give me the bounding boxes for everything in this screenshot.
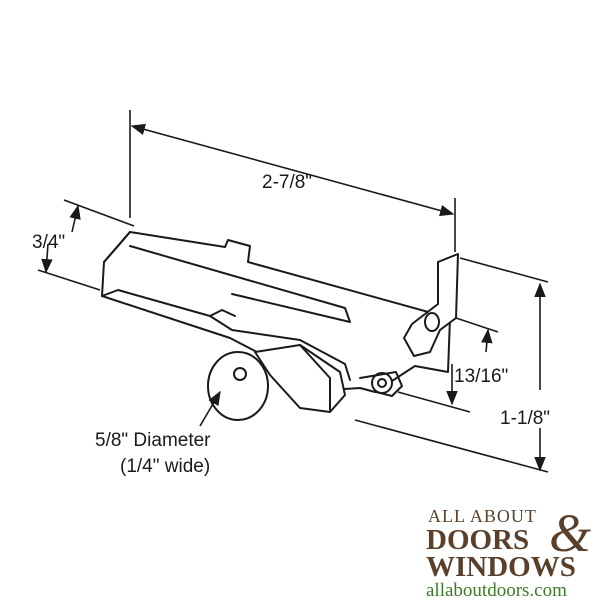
width-arrow-top [69,204,81,233]
housing-step [209,315,351,381]
wheel-diameter-label: 5/8" Diameter [95,430,211,451]
tab-hole [424,312,440,332]
height-ext-top [459,257,549,283]
height-ext-bottom [354,419,549,473]
width-dimension-label: 3/4" [32,232,65,253]
housing-top-edge [103,231,131,263]
logo-doors: DOORS [426,524,529,556]
width-ext-bottom [37,269,101,291]
tab-arrow-top [481,328,493,353]
logo-windows: WINDOWS [426,551,576,583]
logo-ampersand: & [549,503,591,563]
housing-slot [129,245,351,323]
tab-ext-top [455,317,499,333]
width-arrow-bottom [41,243,53,274]
roller-wheel-hub [233,367,247,381]
logo-all-about: ALL ABOUT [428,506,537,526]
logo-url: allaboutdoors.com [426,580,567,600]
roller-wheel [207,351,269,421]
housing-body [101,231,451,393]
wheel-bracket [254,344,346,413]
dimension-lines [37,110,549,473]
length-dimension-line [130,123,455,217]
bracket-line [299,344,331,411]
wheel-width-label: (1/4" wide) [120,456,210,477]
wheel-pointer [199,390,221,427]
roller-part-drawing [101,231,459,421]
all-about-doors-windows-logo: ALL ABOUT DOORS & WINDOWS allaboutdoors.… [426,503,591,600]
mounting-tab [403,253,459,357]
length-dimension-label: 2-7/8" [262,172,312,193]
adjusting-screw [359,371,403,397]
width-ext-top [63,199,135,227]
tab-ext-bottom [397,391,471,413]
total-height-dimension-label: 1-1/8" [500,408,550,429]
tab-height-dimension-label: 13/16" [454,366,508,387]
